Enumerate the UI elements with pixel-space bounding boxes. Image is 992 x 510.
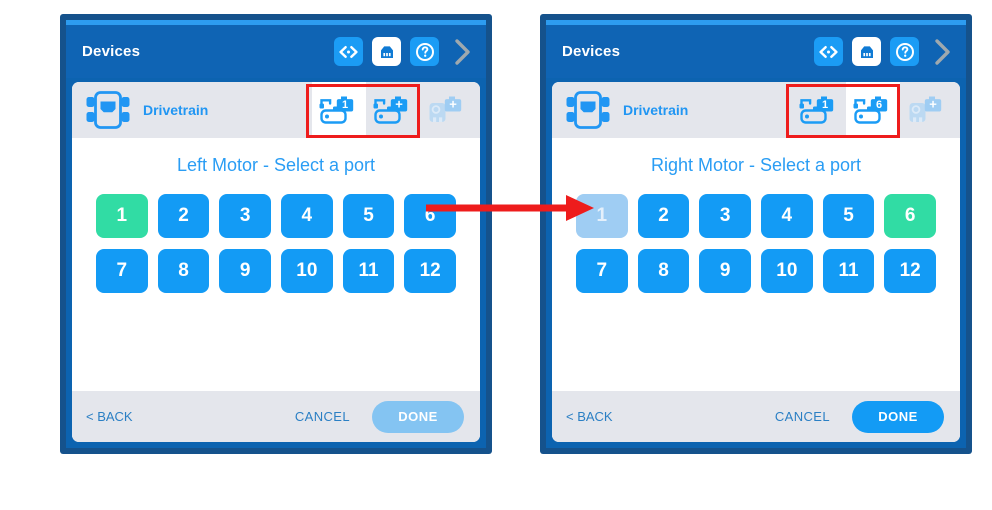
port-button[interactable]: 11 (822, 249, 875, 293)
panel-body: Drivetrain 1 (72, 82, 480, 442)
port-button[interactable]: 9 (219, 249, 271, 293)
sensor-slot-add[interactable]: + (900, 82, 954, 138)
header-icon-group (334, 37, 476, 67)
sensor-slot-add[interactable]: + (420, 82, 474, 138)
port-button[interactable]: 2 (637, 194, 690, 238)
app-header: Devices (66, 25, 486, 78)
done-button[interactable]: DONE (852, 400, 944, 433)
done-button[interactable]: DONE (372, 400, 464, 433)
device-panel-right: Devices (540, 14, 972, 454)
motor-port-badge: + (395, 97, 403, 112)
motor-port-badge: 1 (342, 99, 348, 111)
dialog-footer: < BACK CANCEL DONE (72, 391, 480, 442)
port-grid: 1 2 3 4 5 6 7 8 9 10 11 12 (576, 194, 936, 293)
help-icon[interactable] (410, 37, 439, 66)
port-button[interactable]: 10 (761, 249, 813, 293)
motor-slot-left[interactable]: 1 (312, 82, 366, 138)
port-button[interactable]: 12 (404, 249, 456, 293)
port-button[interactable]: 4 (761, 194, 813, 238)
dialog-footer: < BACK CANCEL DONE (552, 391, 960, 442)
status-strip (546, 20, 966, 25)
device-slot-group: 1 + (312, 82, 474, 138)
back-button[interactable]: < BACK (566, 409, 613, 424)
port-button[interactable]: 4 (281, 194, 333, 238)
port-button[interactable]: 11 (342, 249, 395, 293)
phone-screen: Devices (546, 20, 966, 448)
port-grid: 1 2 3 4 5 6 7 8 9 10 11 12 (96, 194, 456, 293)
motor-port-badge: 1 (822, 99, 828, 111)
device-row[interactable]: Drivetrain 1 (72, 82, 480, 138)
motor-port-badge: 6 (876, 99, 882, 111)
port-button[interactable]: 8 (637, 249, 690, 293)
cancel-button[interactable]: CANCEL (774, 409, 830, 424)
chevron-right-icon[interactable] (930, 37, 956, 67)
flow-arrow (426, 195, 594, 221)
port-button[interactable]: 3 (699, 194, 751, 238)
sensor-add-badge: + (449, 97, 457, 112)
page-title: Devices (562, 43, 621, 60)
port-chooser: Left Motor - Select a port 1 2 3 4 5 6 7… (72, 138, 480, 391)
chooser-title: Left Motor - Select a port (176, 155, 376, 175)
device-row[interactable]: Drivetrain 1 (552, 82, 960, 138)
phone-screen: Devices (66, 20, 486, 448)
port-button[interactable]: 5 (822, 194, 875, 238)
app-header: Devices (546, 25, 966, 78)
port-button[interactable]: 3 (219, 194, 271, 238)
chevron-right-icon[interactable] (450, 37, 476, 67)
drivetrain-icon (565, 90, 611, 130)
code-icon[interactable] (814, 37, 843, 66)
port-button[interactable]: 6 (884, 194, 936, 238)
back-button[interactable]: < BACK (86, 409, 133, 424)
port-button[interactable]: 7 (576, 249, 628, 293)
device-port-icon[interactable] (372, 37, 401, 66)
port-button[interactable]: 8 (157, 249, 210, 293)
page-title: Devices (82, 43, 141, 60)
port-button: 1 (576, 194, 628, 238)
port-button[interactable]: 1 (96, 194, 148, 238)
port-button[interactable]: 6 (404, 194, 456, 238)
help-icon[interactable] (890, 37, 919, 66)
motor-slot-left[interactable]: 1 (792, 82, 846, 138)
motor-slot-right[interactable]: + (366, 82, 420, 138)
status-strip (66, 20, 486, 25)
port-button[interactable]: 7 (96, 249, 148, 293)
drivetrain-icon (85, 90, 131, 130)
port-button[interactable]: 2 (157, 194, 210, 238)
port-button[interactable]: 10 (281, 249, 333, 293)
code-icon[interactable] (334, 37, 363, 66)
device-port-icon[interactable] (852, 37, 881, 66)
device-name: Drivetrain (143, 102, 209, 118)
motor-slot-right[interactable]: 6 (846, 82, 900, 138)
port-button[interactable]: 9 (699, 249, 751, 293)
chooser-title: Right Motor - Select a port (650, 155, 862, 175)
port-chooser: Right Motor - Select a port 1 2 3 4 5 6 … (552, 138, 960, 391)
header-icon-group (814, 37, 956, 67)
sensor-add-badge: + (929, 97, 937, 112)
cancel-button[interactable]: CANCEL (294, 409, 350, 424)
device-slot-group: 1 6 (792, 82, 954, 138)
device-panel-left: Devices (60, 14, 492, 454)
device-name: Drivetrain (623, 102, 689, 118)
port-button[interactable]: 12 (884, 249, 936, 293)
port-button[interactable]: 5 (342, 194, 395, 238)
panel-body: Drivetrain 1 (552, 82, 960, 442)
